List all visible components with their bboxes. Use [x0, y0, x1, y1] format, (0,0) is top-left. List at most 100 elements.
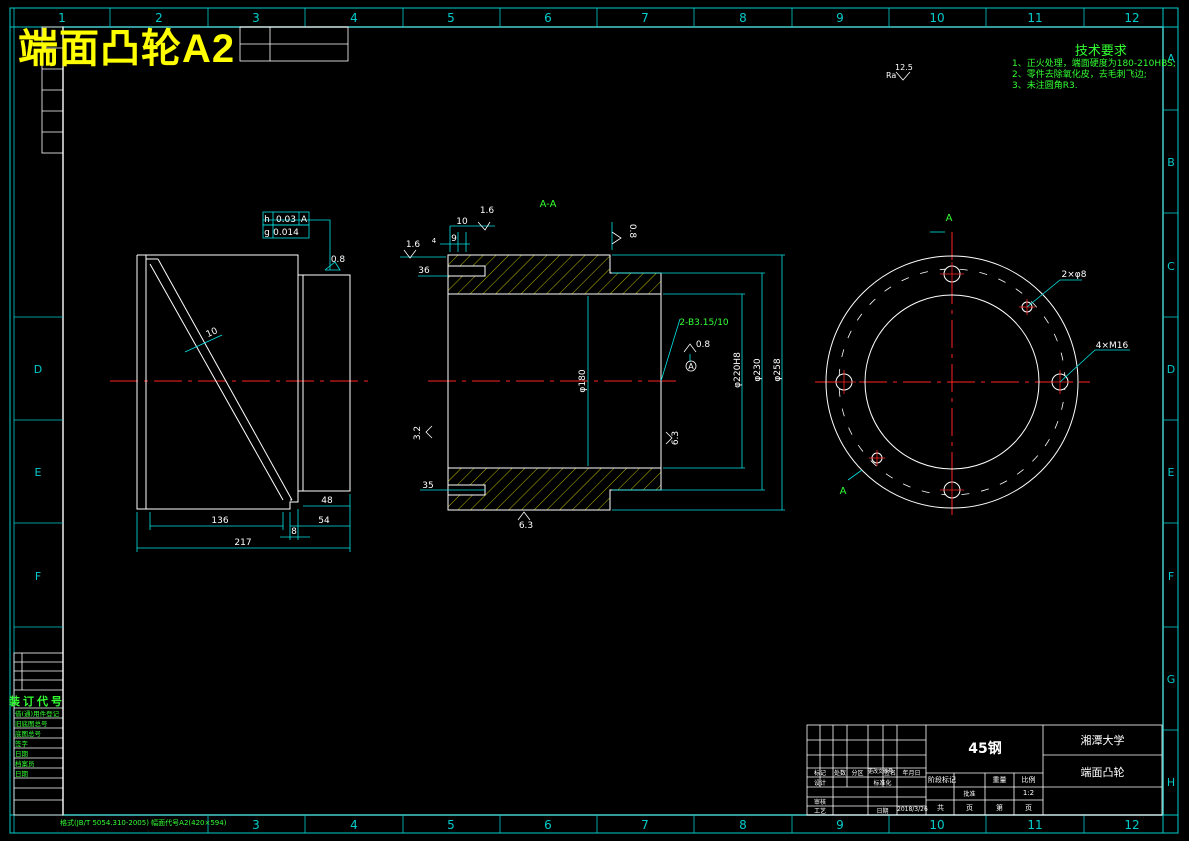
tb-weight-label: 重量 — [992, 776, 1007, 784]
title-code: A2 — [182, 27, 236, 71]
zone-row-left-D: D — [34, 363, 42, 376]
dim-4: 4 — [432, 237, 437, 245]
tech-heading: 技术要求 — [1074, 44, 1127, 59]
rough-top: 1.6 — [480, 206, 495, 216]
tol-symbol-1: h — [264, 215, 270, 225]
zone-col-top-11: 11 — [1027, 11, 1042, 25]
tb-school: 湘潭大学 — [1080, 734, 1125, 747]
side-row-4: 日期 — [15, 750, 29, 758]
tb-sign-date: 年月日 — [902, 770, 921, 777]
tb-change-doc: 更改文件号 — [868, 769, 894, 775]
top-left-table — [41, 26, 349, 154]
zone-row-right-H: H — [1167, 776, 1175, 789]
section-title: A-A — [540, 199, 557, 210]
zone-row-left-F: F — [35, 570, 41, 583]
zone-col-bottom-4: 4 — [350, 818, 358, 832]
datum-marker: A — [688, 362, 694, 371]
zone-col-top-2: 2 — [155, 11, 163, 25]
general-roughness: Ra 12.5 — [886, 63, 913, 81]
tol-datum-1: A — [301, 215, 308, 225]
tb-sheet-total: 共 — [937, 804, 944, 812]
left-roughness: 0.8 — [331, 255, 346, 265]
tb-scale-label: 比例 — [1021, 776, 1036, 784]
left-view-outline — [136, 254, 351, 510]
center-hole-note: 2-B3.15/10 — [679, 318, 729, 328]
hole-note-threaded: 4×M16 — [1096, 341, 1129, 351]
side-row-0: 借(通)用件登记 — [15, 709, 60, 718]
zone-row-left-E: E — [35, 466, 42, 479]
tb-marks: 标记 — [813, 770, 826, 777]
side-row-5: 档案员 — [15, 759, 35, 768]
side-row-1: 旧底图总号 — [15, 719, 48, 728]
zone-col-top-5: 5 — [447, 11, 455, 25]
zone-col-bottom-12: 12 — [1124, 818, 1139, 832]
drawing-title: 端面凸轮A2 — [18, 16, 235, 74]
tol-value-2: 0.014 — [273, 228, 299, 238]
dim-136: 136 — [211, 516, 228, 526]
dim-220: φ220H8 — [733, 352, 743, 388]
dim-36: 36 — [418, 266, 430, 276]
outer-circle — [825, 255, 1079, 509]
tb-material: 45钢 — [968, 741, 1002, 757]
side-row-3: 签字 — [15, 739, 29, 748]
tb-process: 工艺 — [813, 808, 826, 815]
zone-col-top-9: 9 — [836, 11, 844, 25]
zone-col-top-10: 10 — [929, 11, 944, 25]
zone-col-top-8: 8 — [739, 11, 747, 25]
zone-row-right-B: B — [1167, 156, 1175, 169]
zone-ticks — [14, 8, 1178, 833]
tol-value-1: 0.03 — [276, 215, 296, 225]
zone-col-bottom-5: 5 — [447, 818, 455, 832]
binding-code-label: 装订代号 — [9, 695, 65, 708]
zone-col-bottom-6: 6 — [544, 818, 552, 832]
tb-date-label: 日期 — [876, 808, 889, 815]
zone-col-bottom-11: 11 — [1027, 818, 1042, 832]
tech-item-1: 1、正火处理，端面硬度为180-210HBS; — [1012, 59, 1176, 69]
tb-count: 处数 — [833, 770, 846, 777]
zone-col-bottom-8: 8 — [739, 818, 747, 832]
zone-row-right-C: C — [1167, 260, 1175, 273]
svg-text:Ra: Ra — [886, 71, 896, 80]
tech-item-2: 2、零件去除氧化皮，去毛刺飞边; — [1012, 70, 1147, 80]
tb-sheet-page-2: 页 — [1025, 804, 1032, 812]
tb-stage-label: 阶段标记 — [928, 776, 956, 784]
tol-symbol-2: g — [264, 228, 270, 238]
rough-center: 0.8 — [696, 340, 711, 350]
zone-col-top-6: 6 — [544, 11, 552, 25]
zone-col-top-7: 7 — [641, 11, 649, 25]
zone-row-right-D: D — [1167, 363, 1175, 376]
inner-circle — [864, 294, 1040, 470]
dim-8: 8 — [291, 527, 297, 537]
outer-border — [9, 7, 1179, 834]
tb-part-name: 端面凸轮 — [1080, 766, 1125, 779]
dim-217: 217 — [234, 538, 251, 548]
left-view: h 0.03 A g 0.014 0.8 10 136 8 48 54 217 — [110, 211, 370, 552]
cut-mark-top: A — [946, 213, 953, 224]
dim-10: 10 — [456, 217, 468, 227]
tb-scale: 1:2 — [1022, 789, 1035, 797]
sheet-format-note: 格式(JB/T 5054.310-2005) 幅面代号A2(420×594) — [60, 819, 227, 827]
svg-text:12.5: 12.5 — [895, 63, 913, 72]
zone-col-bottom-7: 7 — [641, 818, 649, 832]
tech-item-3: 3、未注圆角R3. — [1012, 81, 1078, 91]
tb-sheet-of: 第 — [996, 804, 1003, 812]
section-view: A-A 10 9 4 36 35 φ180 φ220H8 φ230 φ258 1… — [400, 199, 785, 531]
tb-sheet-page: 页 — [966, 804, 973, 812]
zone-row-right-A: A — [1167, 52, 1175, 65]
rough-right-mid: 6.3 — [671, 431, 681, 445]
dim-48: 48 — [321, 496, 333, 506]
dim-54: 54 — [318, 516, 330, 526]
side-row-6: 日期 — [15, 770, 29, 778]
inner-border — [62, 26, 1164, 816]
dim-230: φ230 — [753, 358, 763, 381]
rough-left: 1.6 — [406, 240, 421, 250]
zone-col-bottom-9: 9 — [836, 818, 844, 832]
zone-col-top-1: 1 — [58, 11, 66, 25]
hole-note-small: 2×φ8 — [1062, 270, 1087, 280]
side-row-2: 底图总号 — [15, 729, 42, 738]
rough-left-mid: 3.2 — [413, 426, 423, 440]
zone-col-bottom-3: 3 — [252, 818, 260, 832]
tb-date-value: 2018/3/26 — [897, 806, 928, 813]
title-block — [806, 724, 1163, 816]
zone-row-right-F: F — [1168, 570, 1174, 583]
